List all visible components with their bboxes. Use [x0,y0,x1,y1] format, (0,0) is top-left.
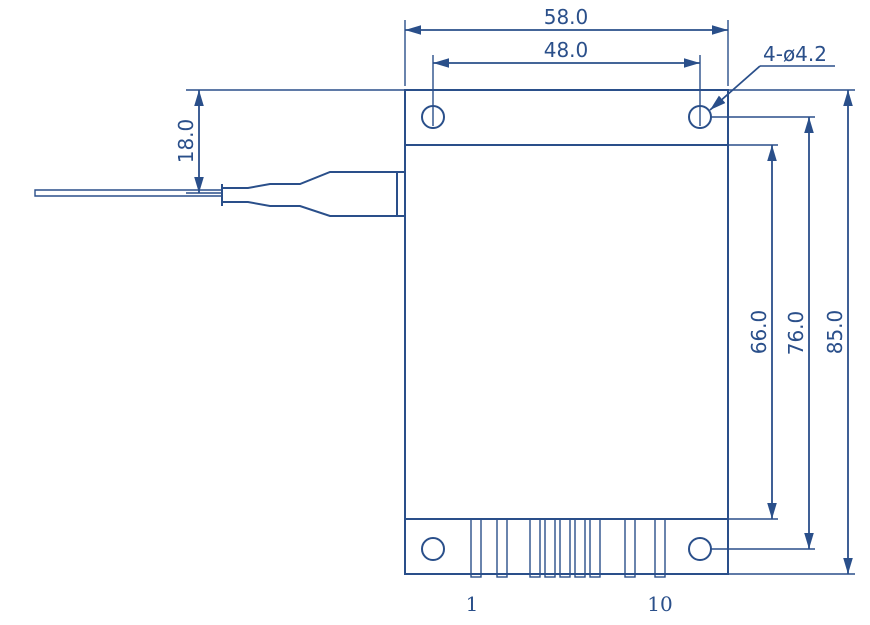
mounting-hole [421,537,445,561]
fiber-boot [221,171,397,217]
dimension-hole-spacing-height: 76.0 [711,116,815,550]
pin [529,518,541,578]
dimension-label-hole-spacing-width: 48.0 [544,38,589,62]
pin [654,518,666,578]
pin [470,518,482,578]
pin [544,518,556,578]
fiber [34,189,222,197]
pin [624,518,636,578]
pin [559,518,571,578]
mounting-holes [421,105,712,561]
dimension-label-overall-height: 85.0 [823,310,847,355]
hole-callout-label: 4-ø4.2 [763,42,827,66]
hole-callout: 4-ø4.2 [709,42,835,111]
fiber-pigtail [34,171,406,217]
dimension-overall-width: 58.0 [404,5,729,86]
pin [589,518,601,578]
dimension-fiber-offset: 18.0 [174,89,405,194]
dimension-label-overall-width: 58.0 [544,5,589,29]
dimension-label-hole-spacing-height: 76.0 [784,311,808,356]
pin [574,518,586,578]
pin-label-first: 1 [466,592,479,616]
dimension-label-fiber-offset: 18.0 [174,119,198,164]
dimension-inner-height: 66.0 [728,144,778,520]
dimension-hole-spacing-width: 48.0 [432,38,701,126]
fiber-mount [396,171,406,217]
pin-label-last: 10 [647,592,672,616]
dimension-overall-height: 85.0 [728,89,855,575]
dimension-label-inner-height: 66.0 [747,310,771,355]
pin-row [470,518,666,578]
module-body [404,89,729,575]
mounting-hole [688,537,712,561]
pin [496,518,508,578]
